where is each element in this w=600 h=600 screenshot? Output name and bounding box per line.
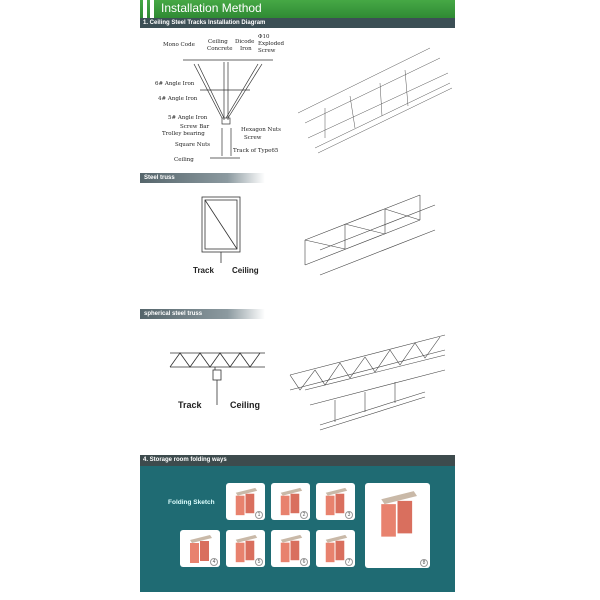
- spherical-truss-ceiling-label: Ceiling: [230, 400, 261, 410]
- label-ceiling: Ceiling: [208, 39, 228, 45]
- ceiling-tracks-diagram: [183, 47, 453, 159]
- sketch-number: 3: [345, 511, 353, 519]
- title-banner: Installation Method: [140, 0, 455, 18]
- folding-sketch-3: 3: [316, 483, 355, 520]
- steel-truss-section-diagram: [201, 196, 241, 263]
- folding-panel-illustration: [235, 534, 258, 563]
- folding-sketch-7: 7: [316, 530, 355, 567]
- spherical-truss-track-label: Track: [178, 400, 202, 410]
- folding-sketch-4: 4: [180, 530, 220, 567]
- section1-header: 1. Ceiling Steel Tracks Installation Dia…: [140, 18, 455, 28]
- label-dicode: Dicode: [235, 39, 255, 45]
- sketch-number: 1: [255, 511, 263, 519]
- label-screw-2: Screw: [244, 135, 262, 141]
- folding-sketch-label: Folding Sketch: [168, 499, 215, 506]
- folding-sketch-5: 5: [226, 530, 265, 567]
- label-phi10: Φ10: [258, 34, 270, 40]
- sketch-number: 2: [300, 511, 308, 519]
- banner-stripe: [150, 0, 154, 18]
- steel-truss-header: Steel truss: [140, 173, 265, 183]
- label-iron: Iron: [240, 46, 252, 52]
- folding-sketch-8: 8: [365, 483, 430, 568]
- sketch-number: 8: [420, 559, 428, 567]
- folding-panel-illustration: [325, 487, 348, 516]
- label-exploded: Exploded: [258, 41, 285, 47]
- label-ceiling-2: Ceiling: [174, 157, 194, 163]
- folding-sketch-6: 6: [271, 530, 310, 567]
- spherical-truss-header: spherical steel truss: [140, 309, 265, 319]
- label-screw-bar: Screw Bar: [180, 124, 210, 130]
- folding-panel-illustration: [235, 487, 258, 516]
- folding-panel-illustration: [280, 534, 303, 563]
- folding-panel-illustration: [381, 491, 417, 537]
- folding-sketch-2: 2: [271, 483, 310, 520]
- steel-truss-track-label: Track: [193, 266, 214, 275]
- sketch-number: 7: [345, 558, 353, 566]
- spherical-truss-3d-diagram: [289, 334, 446, 431]
- label-mono-code: Mono Code: [163, 42, 195, 48]
- page-title: Installation Method: [161, 1, 262, 15]
- folding-panel-illustration: [190, 535, 212, 563]
- label-track-type65: Track of Type65: [233, 148, 279, 154]
- sketch-number: 5: [255, 558, 263, 566]
- label-screw: Screw: [258, 48, 276, 54]
- folding-panel-illustration: [280, 487, 303, 516]
- label-4-angle-iron: 4# Angle Iron: [158, 96, 198, 102]
- sketch-number: 6: [300, 558, 308, 566]
- storage-folding-header: 4. Storage room folding ways: [140, 455, 455, 466]
- label-concrete: Concrete: [207, 46, 233, 52]
- banner-stripe: [143, 0, 147, 18]
- sketch-number: 4: [210, 558, 218, 566]
- steel-truss-ceiling-label: Ceiling: [232, 266, 259, 275]
- spherical-truss-section-diagram: [169, 352, 265, 405]
- label-square-nuts: Square Nuts: [175, 142, 211, 148]
- label-6-angle-iron: 6# Angle Iron: [155, 81, 195, 87]
- folding-panel-illustration: [325, 534, 348, 563]
- steel-truss-3d-diagram: [304, 194, 436, 276]
- label-hexagon-nuts: Hexagon Nuts: [241, 127, 281, 133]
- label-trolley-bearing: Trolley bearing: [162, 131, 205, 137]
- label-5-angle-iron: 5# Angle Iron: [168, 115, 208, 121]
- folding-sketch-1: 1: [226, 483, 265, 520]
